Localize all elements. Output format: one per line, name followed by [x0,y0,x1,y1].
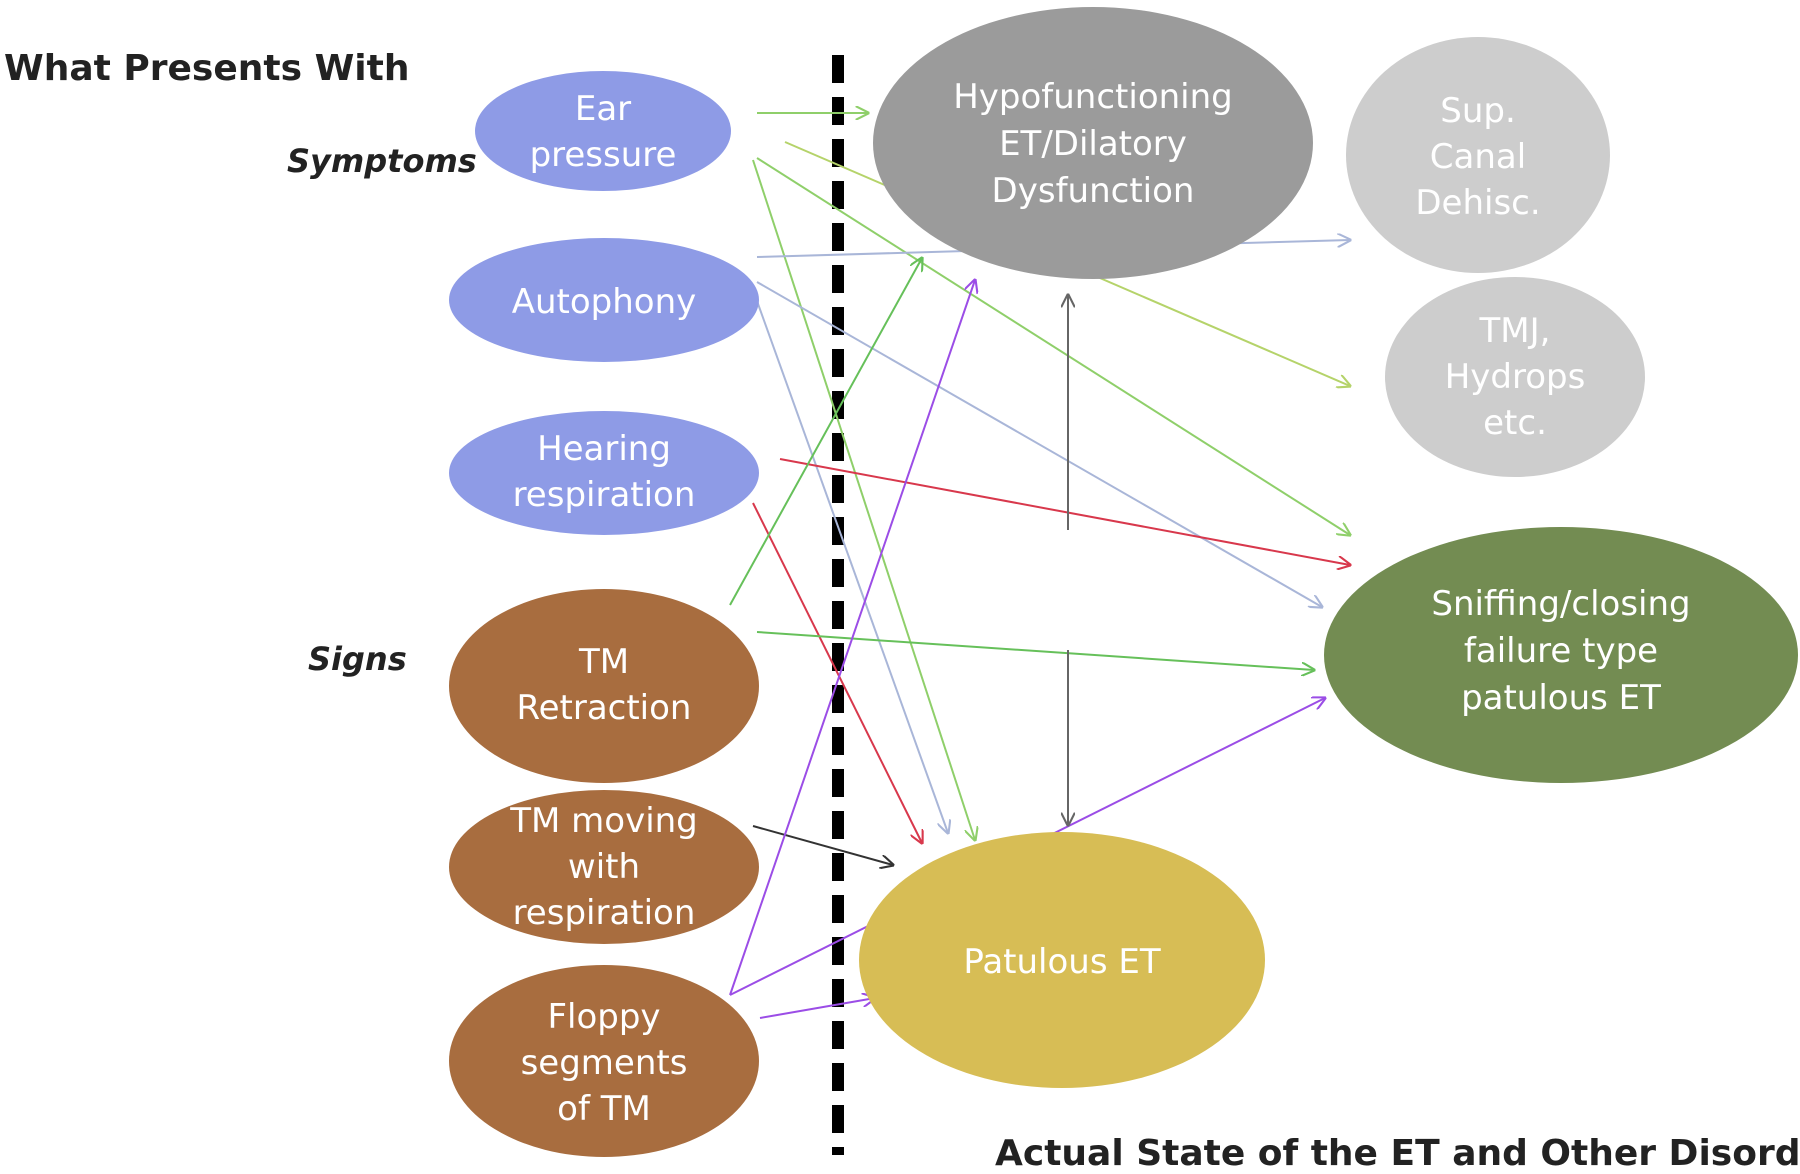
arrow-hearing-to-sniffing [779,458,1350,565]
tm-moving-node [449,790,759,944]
arrow-hearing-to-patulous [752,502,922,843]
sup-canal-node [1346,37,1610,273]
floppy-segments-node [449,965,759,1157]
tm-retraction-node [449,589,759,783]
arrow-auto-to-patulous [756,300,948,833]
patulous-text: Patulous ET [963,942,1160,982]
bottom-title: Actual State of the ET and Other Disorde… [995,1133,1800,1174]
signs-label: Signs [308,640,407,678]
arrow-ear-to-patulous [752,159,975,840]
autophony-node [449,238,759,362]
autophony-text: Autophony [512,282,697,322]
patulous-node [859,832,1265,1088]
arrow-moving-to-patulous [752,825,893,865]
hypofunctioning-node [873,7,1313,279]
arrow-floppy-to-patulous [759,998,875,1019]
tmj-node [1385,277,1645,477]
arrow-ear-to-sniffing [756,157,1350,535]
arrow-retraction-to-hypo [729,258,922,606]
sniffing-node [1324,527,1798,783]
ear-pressure-node [475,71,731,191]
arrow-floppy-to-hypo [729,280,975,996]
left-title: What Presents With [4,48,409,89]
arrow-auto-to-sniffing [756,281,1322,607]
hearing-respiration-node [449,411,759,535]
symptoms-label: Symptoms [287,142,477,180]
arrow-retraction-to-sniffing [756,631,1314,670]
